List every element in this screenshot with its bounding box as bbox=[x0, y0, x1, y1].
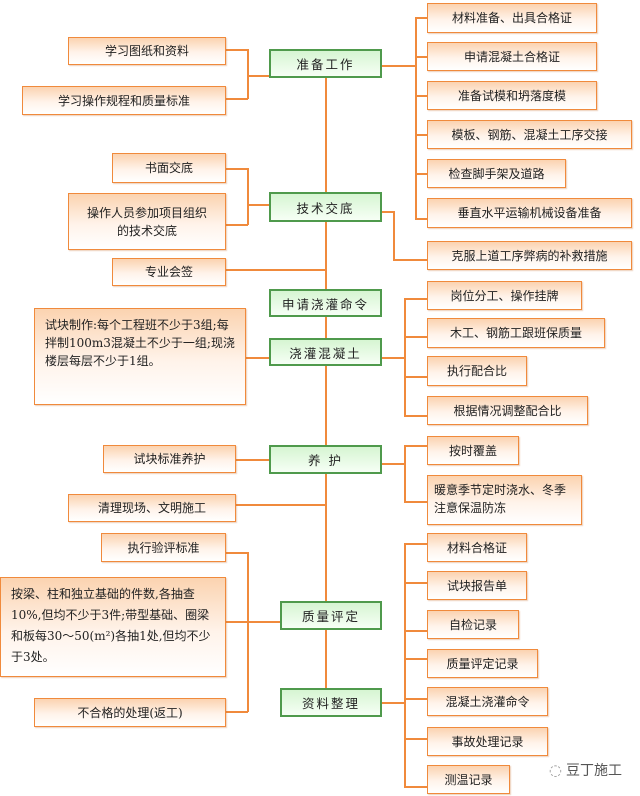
connector bbox=[404, 445, 406, 502]
step-documentation: 资料整理 bbox=[280, 688, 382, 717]
left-item: 执行验评标准 bbox=[101, 533, 226, 562]
connector bbox=[404, 415, 427, 417]
connector bbox=[415, 218, 427, 220]
step-preparation: 准备工作 bbox=[269, 49, 382, 78]
right-item: 材料合格证 bbox=[427, 533, 527, 562]
step-pour-order: 申请浇灌命令 bbox=[269, 289, 382, 317]
left-item: 学习操作规程和质量标准 bbox=[22, 86, 226, 115]
connector bbox=[382, 357, 404, 359]
main-spine-line-lower bbox=[325, 630, 327, 688]
connector bbox=[247, 168, 249, 225]
right-item: 事故处理记录 bbox=[427, 727, 548, 756]
right-item: 质量评定记录 bbox=[427, 649, 538, 678]
connector bbox=[404, 376, 427, 378]
right-item: 材料准备、出具合格证 bbox=[427, 3, 597, 33]
connector bbox=[382, 65, 415, 67]
right-item: 申请混凝土合格证 bbox=[427, 42, 597, 71]
connector bbox=[415, 17, 427, 19]
connector bbox=[226, 168, 248, 170]
right-item: 执行配合比 bbox=[427, 356, 527, 386]
step-pour-concrete: 浇灌混凝土 bbox=[269, 338, 382, 366]
step-curing: 养 护 bbox=[269, 445, 382, 474]
connector bbox=[382, 463, 404, 465]
right-item: 克服上道工序弊病的补救措施 bbox=[427, 241, 632, 270]
right-item: 岗位分工、操作挂牌 bbox=[427, 281, 582, 310]
connector bbox=[226, 269, 326, 271]
connector bbox=[226, 224, 248, 226]
left-note-sampling: 按梁、柱和独立基础的件数,各抽查10%,但均不少于3件;带型基础、圈梁和板每30… bbox=[0, 577, 226, 677]
right-item: 木工、钢筋工跟班保质量 bbox=[427, 318, 605, 348]
connector bbox=[226, 711, 248, 713]
right-item: 根据情况调整配合比 bbox=[427, 396, 588, 425]
connector bbox=[415, 95, 427, 97]
connector bbox=[393, 211, 395, 260]
connector bbox=[226, 552, 248, 554]
right-item: 模板、钢筋、混凝土工序交接 bbox=[427, 120, 632, 149]
connector bbox=[404, 582, 427, 584]
left-item: 试块标准养护 bbox=[103, 445, 236, 473]
watermark-text: 豆丁施工 bbox=[566, 763, 622, 779]
connector bbox=[226, 98, 248, 100]
right-item: 准备试模和坍落度模 bbox=[427, 81, 597, 110]
right-item: 试块报告单 bbox=[427, 571, 527, 600]
right-item: 按时覆盖 bbox=[427, 436, 519, 465]
connector bbox=[226, 49, 248, 51]
connector bbox=[393, 259, 427, 261]
connector bbox=[247, 204, 269, 206]
connector bbox=[415, 134, 427, 136]
left-item: 不合格的处理(返工) bbox=[34, 698, 226, 727]
step-technical-briefing: 技术交底 bbox=[269, 192, 382, 222]
wechat-icon: ◌ bbox=[548, 761, 562, 779]
connector bbox=[382, 211, 393, 213]
right-item: 垂直水平运输机械设备准备 bbox=[427, 198, 632, 228]
connector bbox=[415, 56, 427, 58]
connector bbox=[247, 75, 269, 77]
connector bbox=[404, 298, 427, 300]
connector bbox=[404, 698, 427, 700]
left-note-test-blocks: 试块制作:每个工程班不少于3组;每拌制100m3混凝土不少于一组;现浇楼层每层不… bbox=[34, 308, 246, 405]
connector bbox=[226, 621, 280, 623]
watermark: ◌ 豆丁施工 bbox=[549, 760, 622, 780]
connector bbox=[247, 552, 249, 712]
connector bbox=[404, 298, 406, 416]
left-item: 操作人员参加项目组织的技术交底 bbox=[68, 193, 226, 250]
connector bbox=[415, 173, 427, 175]
connector bbox=[404, 543, 427, 545]
connector bbox=[404, 543, 406, 787]
connector bbox=[415, 17, 417, 219]
left-item: 书面交底 bbox=[112, 153, 226, 183]
right-item: 自检记录 bbox=[427, 610, 519, 639]
step-quality-assessment: 质量评定 bbox=[280, 601, 382, 630]
left-item: 学习图纸和资料 bbox=[68, 37, 226, 65]
right-item: 暖意季节定时浇水、冬季注意保温防冻 bbox=[427, 475, 582, 525]
left-item: 专业会签 bbox=[112, 258, 226, 286]
right-item: 测温记录 bbox=[427, 765, 510, 794]
connector bbox=[236, 504, 326, 506]
connector bbox=[404, 630, 427, 632]
connector bbox=[236, 459, 269, 461]
connector bbox=[382, 702, 404, 704]
connector bbox=[247, 49, 249, 99]
connector bbox=[246, 357, 269, 359]
left-item: 清理现场、文明施工 bbox=[68, 494, 236, 522]
connector bbox=[404, 658, 427, 660]
right-item: 检查脚手架及道路 bbox=[427, 159, 566, 188]
connector bbox=[404, 445, 427, 447]
connector bbox=[404, 786, 427, 788]
connector bbox=[404, 738, 427, 740]
connector bbox=[404, 501, 427, 503]
connector bbox=[404, 336, 427, 338]
right-item: 混凝土浇灌命令 bbox=[427, 687, 548, 716]
